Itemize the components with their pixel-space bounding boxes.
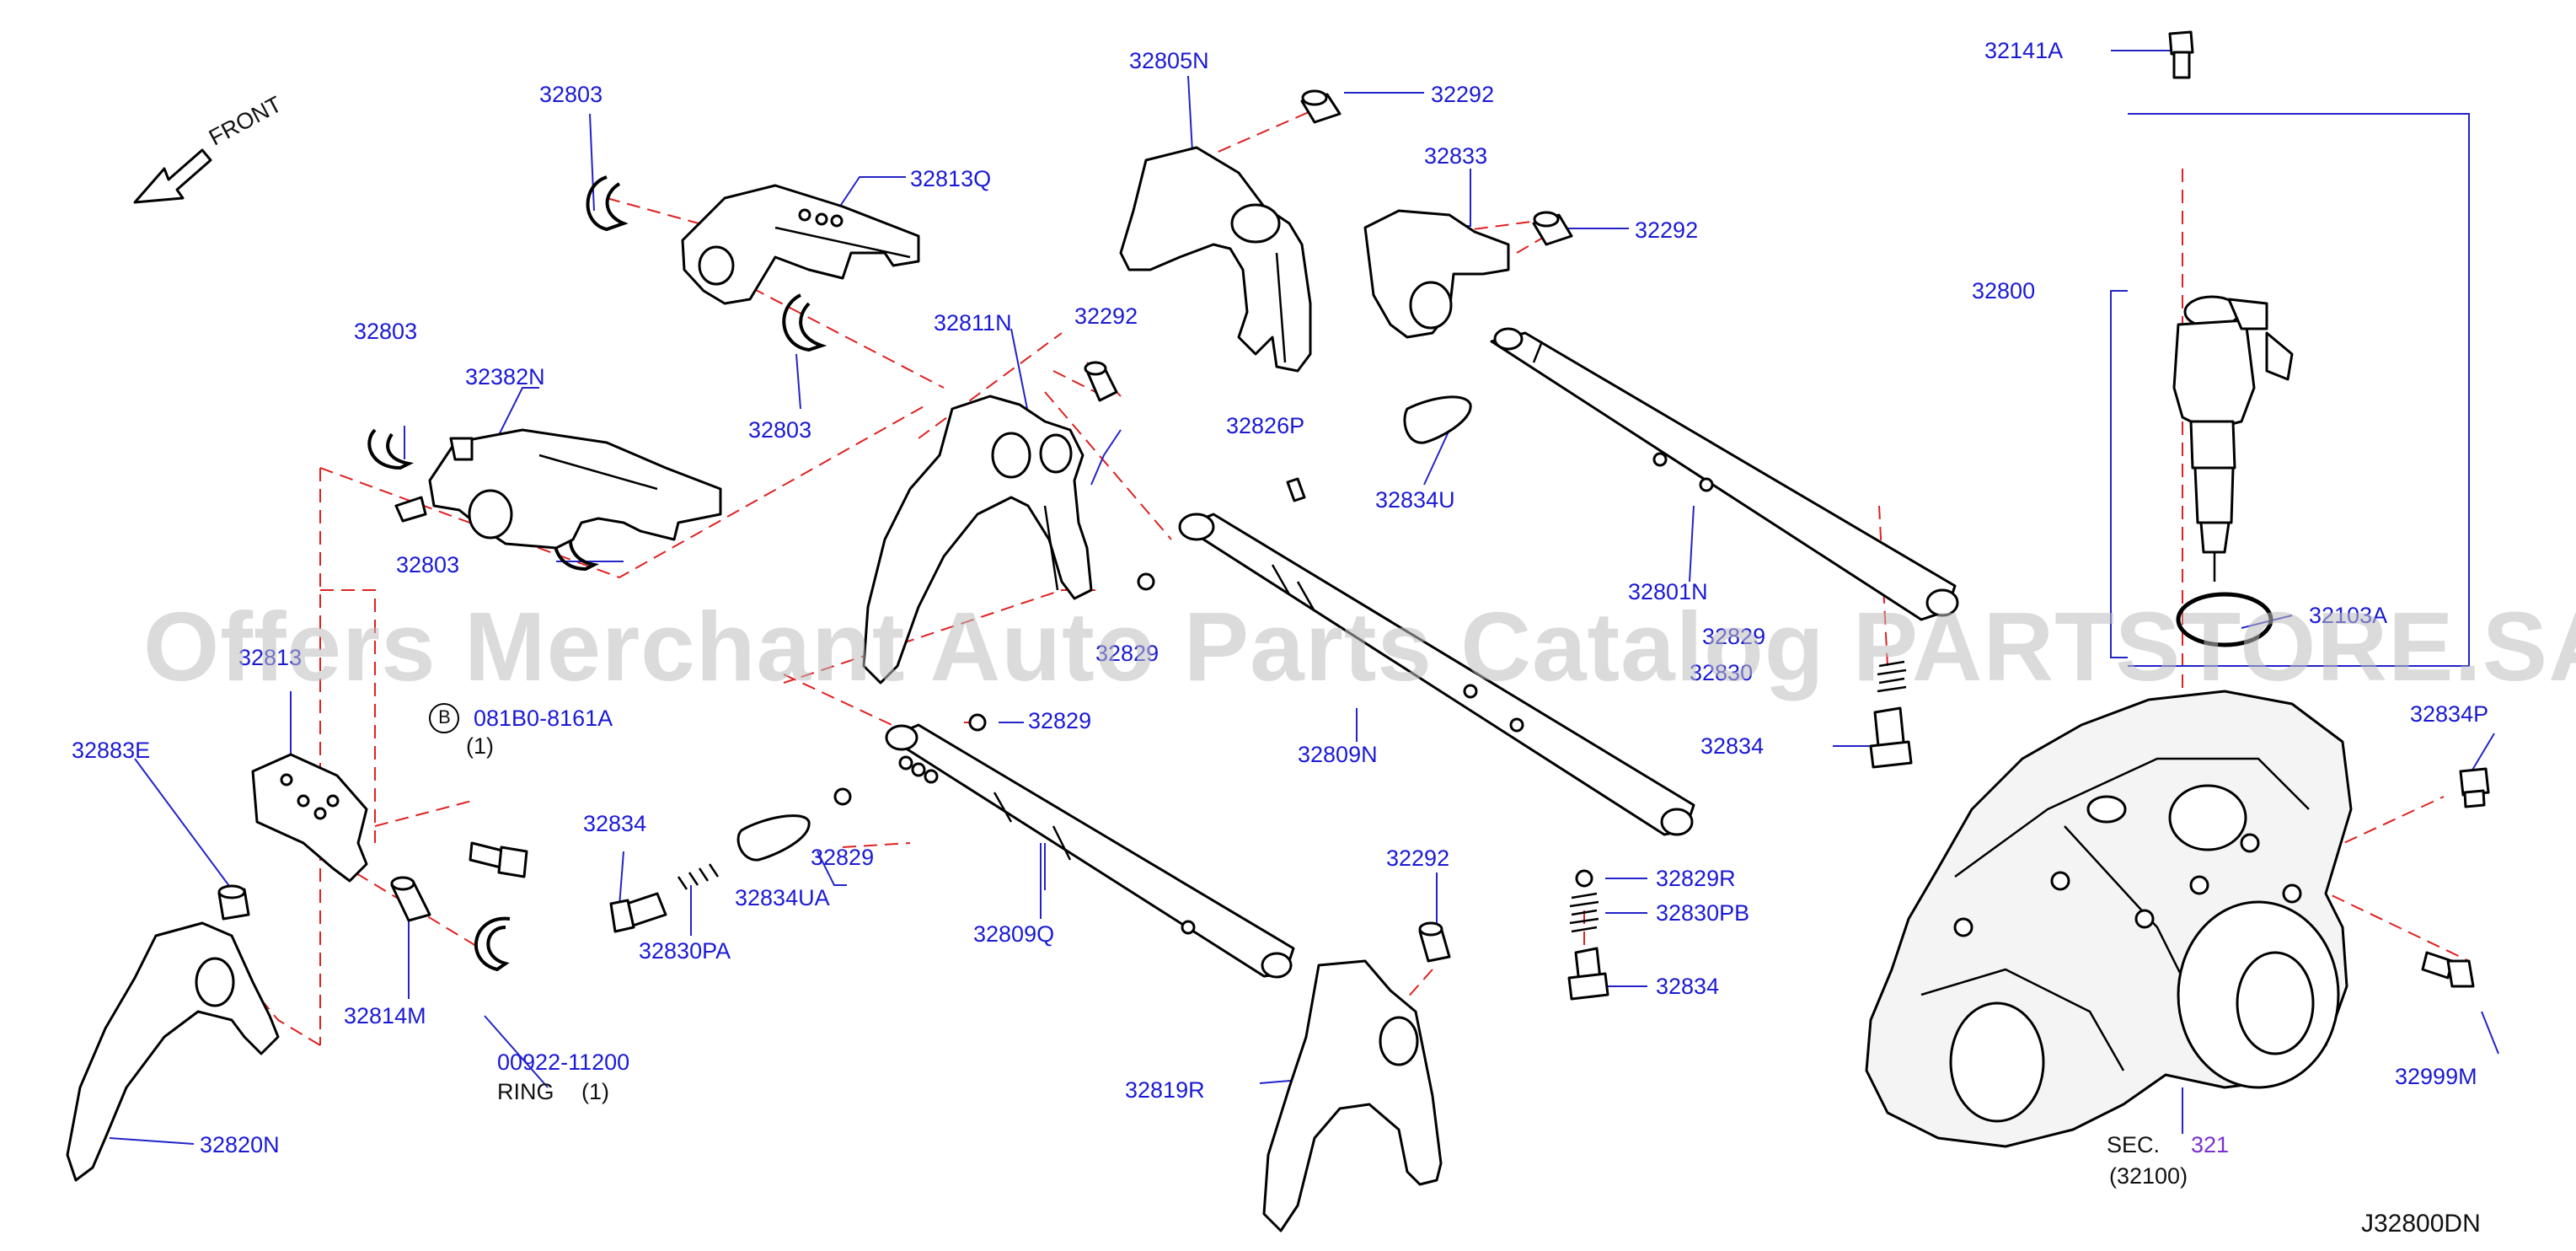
label-32833: 32833 [1424,143,1488,169]
label-32103a: 32103A [2309,603,2388,628]
sleeve-32883e [217,884,250,921]
ring-callout-qty: (1) [581,1079,609,1104]
drawing-code: J32800DN [2361,1210,2481,1238]
label-32834p: 32834P [2410,701,2489,727]
label-32292-d: 32292 [1386,846,1450,871]
guide-bracket-32813 [251,753,368,883]
label-32814m: 32814M [344,1003,426,1028]
bolt-32999m [2421,951,2475,988]
label-32834-middle: 32834 [583,811,647,836]
interlock-32834u [1403,395,1472,444]
section-ref-prefix: SEC. [2107,1132,2161,1157]
label-32813q: 32813Q [910,166,992,191]
front-arrow-icon [133,148,212,204]
shift-rod-32809n [1178,513,1695,836]
label-32834u: 32834U [1375,487,1455,513]
plug-bolt-32834-r [1869,706,1913,769]
section-ref-link[interactable]: 321 [2191,1132,2230,1157]
label-32803-d: 32803 [396,552,460,577]
pin-32292-d [1418,921,1451,963]
plug-bolt-32834-m [609,892,667,933]
shift-rod-32809q [885,723,1295,979]
shift-fork-32811n [862,395,1093,685]
bolt-32141a [2168,30,2194,79]
o-ring-32103a [2176,592,2273,647]
label-32834-right: 32834 [1700,733,1765,759]
shift-fork-32805n [1119,146,1312,373]
label-32292-c: 32292 [1074,303,1138,329]
label-32820n: 32820N [200,1132,280,1157]
label-32834ua: 32834UA [735,885,830,910]
label-32801n: 32801N [1628,579,1708,604]
snap-ring-32803-b [782,293,827,352]
label-32829-b: 32829 [811,845,875,870]
label-32826p: 32826P [1226,413,1305,438]
label-32999m: 32999M [2395,1064,2477,1089]
ball-32829r [1575,869,1593,888]
label-32141a: 32141A [1984,38,2064,63]
label-32830pa: 32830PA [639,938,731,964]
ball-32829-mid [1137,572,1155,591]
label-32829-mid: 32829 [1095,641,1159,666]
label-32292-b: 32292 [1635,217,1699,243]
detent-spring-32830-r [1877,660,1907,693]
ring-callout-part: 00922-11200 [497,1050,630,1075]
label-32803-a: 32803 [539,82,603,107]
bolt-callout-symbol: B [438,706,451,728]
label-32382n: 32382N [465,364,545,389]
bolt-callout-marker [429,703,459,733]
pin-32292-c [1084,361,1118,402]
label-32803-b: 32803 [748,417,812,443]
shift-fork-32819r [1262,959,1443,1232]
plug-32834p [2459,767,2490,808]
label-32800: 32800 [1972,278,2036,303]
label-32830-right: 32830 [1690,660,1754,685]
shift-bracket-32382n [394,428,722,550]
bolt-callout-part: 081B0-8161A [474,706,613,731]
section-ref-sub: (32100) [2109,1163,2188,1189]
pin-32826p [1286,477,1306,502]
label-32829r: 32829R [1656,866,1736,891]
label-32829-right: 32829 [1702,624,1766,649]
pin-32814m [390,876,431,922]
shift-bracket-32813q [681,184,920,305]
label-32803-c: 32803 [354,319,418,344]
label-32883e: 32883E [72,738,151,763]
bolt-081b0 [469,841,528,878]
ball-32829-b [833,787,852,806]
label-32811n: 32811N [934,310,1012,336]
label-32809n: 32809N [1298,742,1378,767]
actuator-32800 [2172,295,2294,582]
shift-fork-32820n [66,921,280,1182]
label-32829-a: 32829 [1028,708,1092,733]
ball-32829-a [968,713,987,732]
snap-ring-32803-c [367,428,415,470]
label-32809q: 32809Q [973,921,1055,947]
interlock-32834ua [736,814,811,862]
label-32819r: 32819R [1125,1077,1205,1103]
label-32805n: 32805N [1129,48,1209,73]
plug-bolt-32834-b [1567,947,1609,1001]
label-32834-bottom: 32834 [1656,974,1720,999]
bolt-callout-part-number: 081B0-8161A [474,706,613,731]
shift-bracket-32833 [1363,209,1510,339]
bolt-callout-qty: (1) [466,733,494,759]
leader-lines [109,50,2499,1145]
pin-32292-b [1532,211,1573,246]
transmission-case [1865,690,2353,1148]
shift-rod-32801n [1490,327,1959,621]
snap-ring-32803-a [586,175,629,232]
label-32292-a: 32292 [1431,82,1495,107]
retaining-ring-00922 [474,916,511,972]
detent-spring-32830pb [1569,892,1599,933]
pin-32292-a [1300,89,1342,124]
label-32830pb: 32830PB [1656,900,1750,926]
detent-spring-32830pa [677,863,720,890]
label-32813: 32813 [238,645,303,670]
ring-callout-name: RING [497,1079,554,1104]
